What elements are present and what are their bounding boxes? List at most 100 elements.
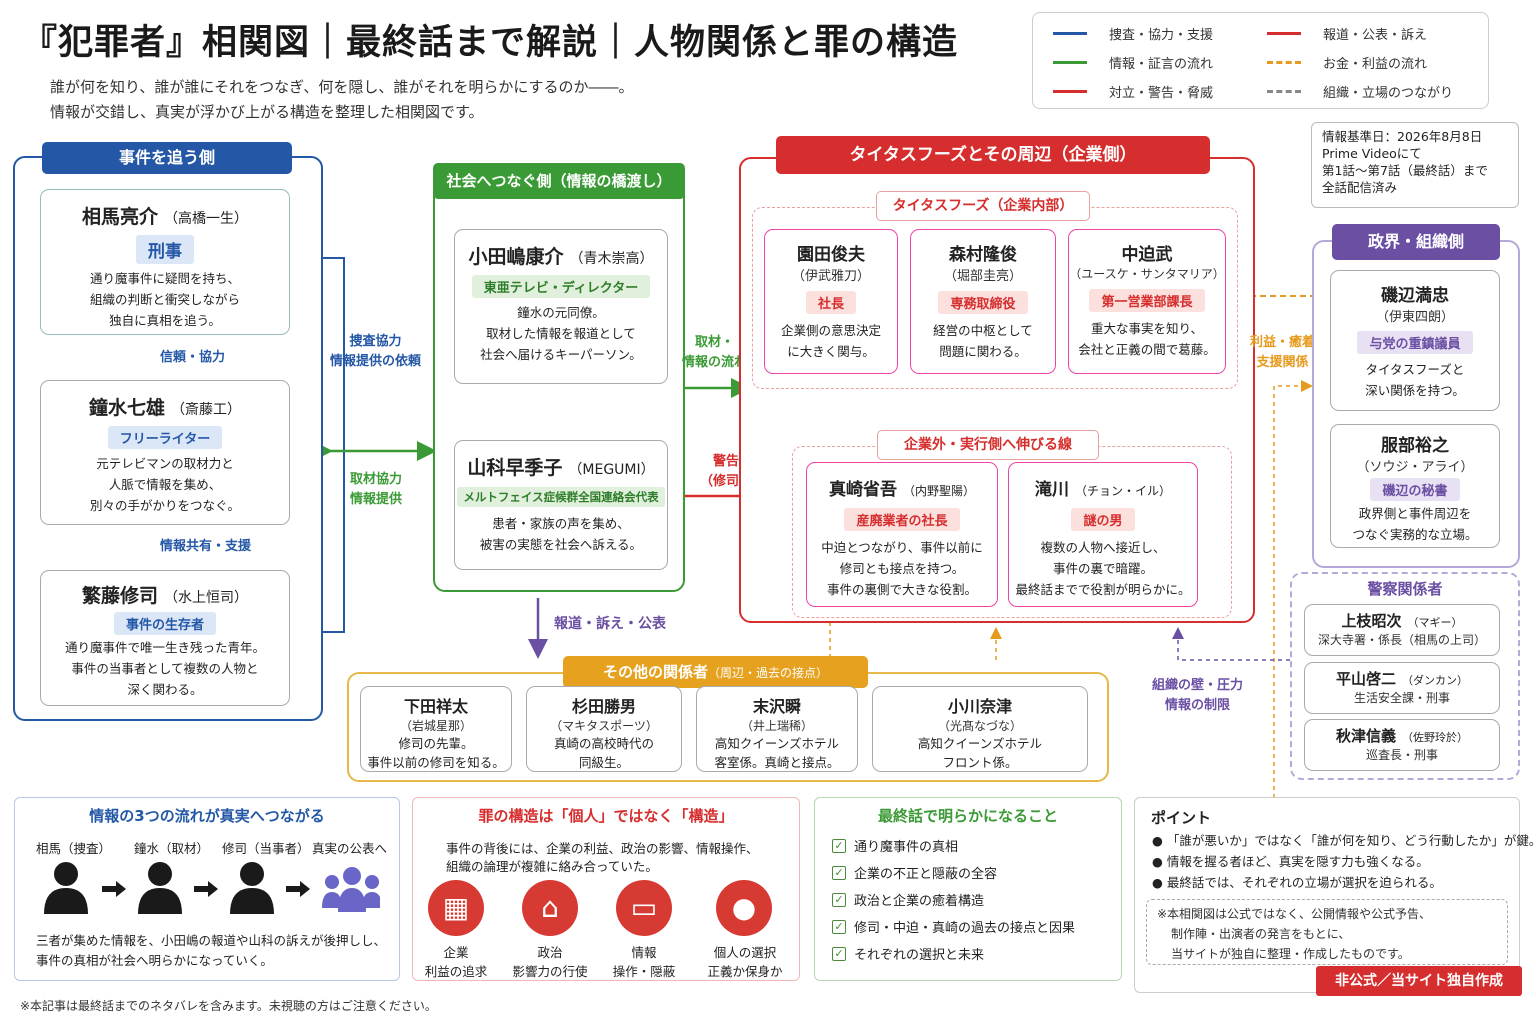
card-hattori[interactable]: 服部裕之 （ソウジ・アライ） 磯辺の秘書 政界側と事件周辺を つなぐ実務的な立場…: [1330, 424, 1500, 548]
group-society-header: 社会へつなぐ側（情報の橋渡し）: [433, 163, 685, 199]
card-nakasako[interactable]: 中迫武 （ユースケ・サンタマリア） 第一営業部課長 重大な事実を知り、 会社と正…: [1068, 229, 1226, 374]
person-name: 繁藤修司（水上恒司）: [41, 581, 289, 608]
person-name: 相馬亮介（高橋一生）: [41, 202, 289, 229]
desc-2: 同級生。: [578, 755, 629, 770]
desc-2: 客室係。真崎と接点。: [714, 755, 840, 770]
person-name: 上枝昭次（マギー）: [1305, 610, 1499, 631]
card-morimura[interactable]: 森村隆俊 （堀部圭亮） 専務取締役 経営の中枢として 問題に関わる。: [910, 229, 1056, 374]
actor-text: （伊武雅刀）: [791, 269, 870, 284]
desc-1: 修司の先輩。: [398, 736, 474, 751]
check-item: ✓ それぞれの選択と未来: [832, 940, 1075, 967]
desc-2: 事件以前の修司を知る。: [367, 755, 505, 770]
name-text: 平山啓二: [1335, 670, 1396, 688]
card-odajima[interactable]: 小田嶋康介（青木崇高） 東亜テレビ・ディレクター 鐘水の元同僚。 取材した情報を…: [454, 229, 668, 384]
desc-1: 高知クイーンズホテル: [917, 736, 1043, 751]
card-isobe[interactable]: 磯辺満忠 （伊東四朗） 与党の重鎮議員 タイタスフーズと 深い関係を持つ。: [1330, 270, 1500, 411]
person-icon: [44, 862, 88, 914]
card-kanemizu[interactable]: 鐘水七雄（斎藤工） フリーライター 元テレビマンの取材力と 人脈で情報を集め、 …: [40, 380, 290, 525]
desc-2: 会社と正義の間で葛藤。: [1078, 342, 1216, 357]
desc-1: 経営の中枢として: [933, 323, 1033, 338]
page-title: 『犯罪者』相関図｜最終話まで解説｜人物関係と罪の構造: [22, 23, 959, 63]
desc-1: 通り魔事件で唯一生き残った青年。: [64, 640, 265, 655]
actor-text: （岩城星那）: [399, 719, 472, 733]
desc-2: 被害の実態を社会へ訴える。: [479, 537, 643, 552]
actor-text: （青木崇高）: [569, 251, 654, 267]
check-icon: ✓: [832, 838, 846, 853]
person-name: 滝川（チョン・イル）: [1009, 475, 1197, 500]
point-text: 最終話では、それぞれの立場が選択を迫られる。: [1166, 875, 1442, 890]
person-icon: [138, 862, 182, 914]
panel-title: ポイント: [1151, 809, 1212, 827]
desc-2: 事件の裏で暗躍。: [1052, 561, 1153, 576]
card-shigefuji[interactable]: 繁藤修司（水上恒司） 事件の生存者 通り魔事件で唯一生き残った青年。 事件の当事…: [40, 570, 290, 706]
desc-1: 中迫とつながり、事件以前に: [821, 540, 983, 555]
card-hirayama[interactable]: 平山啓二（ダンカン） 生活安全課・刑事: [1304, 662, 1500, 714]
card-sugita[interactable]: 杉田勝男 （マキタスポーツ） 真崎の高校時代の 同級生。: [526, 686, 682, 772]
legend-label: お金・利益の流れ: [1323, 57, 1428, 72]
arrow-right-icon: [286, 881, 310, 897]
link-text: 情報の制限: [1165, 698, 1231, 713]
desc-2: 取材した情報を報道として: [486, 326, 636, 341]
note-line: 制作陣・出演者の発言をもとに、: [1171, 927, 1351, 941]
link-text: 取材・: [695, 335, 735, 350]
label-1: 政治: [537, 945, 563, 960]
actor-text: （ユースケ・サンタマリア）: [1069, 267, 1225, 281]
panel-points: ポイント: [1134, 797, 1520, 993]
card-masaki[interactable]: 真崎省吾（内野聖陽） 産廃業者の社長 中迫とつながり、事件以前に 修司とも接点を…: [806, 462, 998, 607]
desc-2: フロント係。: [942, 755, 1018, 770]
check-icon: ✓: [832, 865, 846, 880]
legend-label: 捜査・協力・支援: [1109, 28, 1214, 43]
card-suezawa[interactable]: 末沢瞬 （井上瑞稀） 高知クイーンズホテル 客室係。真崎と接点。: [696, 686, 858, 772]
group-investigators-header: 事件を追う側: [42, 142, 292, 174]
legend-item: 対立・警告・脅威: [1053, 82, 1213, 101]
link-text: 支援関係: [1256, 355, 1309, 370]
check-icon: ✓: [832, 946, 846, 961]
person-name: 下田祥太: [403, 697, 468, 716]
card-soma[interactable]: 相馬亮介（高橋一生） 刑事 通り魔事件に疑問を持ち、 組織の判断と衝突しながら …: [40, 189, 290, 335]
legend-swatch: [1053, 32, 1087, 35]
check-text: 通り魔事件の真相: [854, 840, 959, 855]
card-takigawa[interactable]: 滝川（チョン・イル） 謎の男 複数の人物へ接近し、 事件の裏で暗躍。 最終話まで…: [1008, 462, 1198, 607]
role-tag: メルトフェイス症候群全国連絡会代表: [457, 487, 665, 507]
check-icon: ✓: [832, 892, 846, 907]
link-label-report: 報道・訴え・公表: [554, 616, 666, 632]
actor-text: （チョン・イル）: [1074, 484, 1171, 498]
panel-title: 情報の3つの流れが真実へつながる: [89, 807, 325, 825]
check-text: それぞれの選択と未来: [854, 948, 985, 963]
role-tag: 与党の重鎮議員: [1357, 331, 1473, 354]
structure-label: 企業利益の追求: [420, 942, 492, 980]
person-name: 中迫武: [1121, 245, 1173, 265]
link-text: 情報提供の依頼: [330, 354, 422, 369]
person-name: 杉田勝男: [571, 697, 636, 716]
role-tag: 社長: [805, 291, 856, 314]
desc-3: 事件の裏側で大きな役割。: [826, 582, 977, 597]
capitol-icon: ⌂: [522, 880, 578, 936]
point-text: 「誰が悪いか」ではなく「誰が何を知り、どう行動したか」が鍵。: [1166, 833, 1536, 848]
flow-label-kanemizu: 鐘水（取材）: [134, 841, 210, 856]
card-ogawa[interactable]: 小川奈津 （光髙なづな） 高知クイーンズホテル フロント係。: [872, 686, 1088, 772]
link-label-inv-soc-top: 捜査協力情報提供の依頼: [330, 332, 421, 372]
points-list: ● 「誰が悪いか」ではなく「誰が何を知り、どう行動したか」が鍵。 ● 情報を握る…: [1152, 830, 1536, 893]
desc-1: 鐘水の元同僚。: [517, 305, 605, 320]
legend-label: 対立・警告・脅威: [1109, 86, 1214, 101]
desc-2: つなぐ実務的な立場。: [1352, 527, 1478, 542]
role-tag: 東亜テレビ・ディレクター: [471, 275, 651, 298]
legend-swatch: [1267, 90, 1301, 93]
legend-item: お金・利益の流れ: [1267, 53, 1427, 72]
link-label-soc-comp-top: 取材・情報の流れ: [682, 333, 747, 373]
role-tag: フリーライター: [107, 426, 223, 449]
panel1-desc-1: 三者が集めた情報を、小田嶋の報道や山科の訴えが後押しし、: [36, 933, 387, 948]
check-item: ✓修司・中迫・真崎の過去の接点と因果: [832, 913, 1075, 940]
card-shimoda[interactable]: 下田祥太 （岩城星那） 修司の先輩。 事件以前の修司を知る。: [360, 686, 512, 772]
info-date: 情報基準日：2026年8月8日: [1322, 129, 1483, 144]
card-ueda[interactable]: 上枝昭次（マギー） 深大寺署・係長（相馬の上司）: [1304, 604, 1500, 656]
group-icon: [322, 867, 380, 912]
name-text: 山科早季子: [467, 457, 563, 479]
flow-label-soma: 相馬（捜査）: [36, 841, 112, 856]
desc-3: 社会へ届けるキーパーソン。: [480, 347, 642, 362]
card-yamashina[interactable]: 山科早季子（MEGUMI） メルトフェイス症候群全国連絡会代表 患者・家族の声を…: [454, 440, 668, 570]
desc-2: に大きく関与。: [787, 344, 875, 359]
card-sonoda[interactable]: 園田俊夫 （伊武雅刀） 社長 企業側の意思決定 に大きく関与。: [764, 229, 898, 374]
card-akitsu[interactable]: 秋津信義（佐野玲於） 巡査長・刑事: [1304, 719, 1500, 771]
flow-label-truth: 真実の公表へ: [312, 841, 388, 856]
